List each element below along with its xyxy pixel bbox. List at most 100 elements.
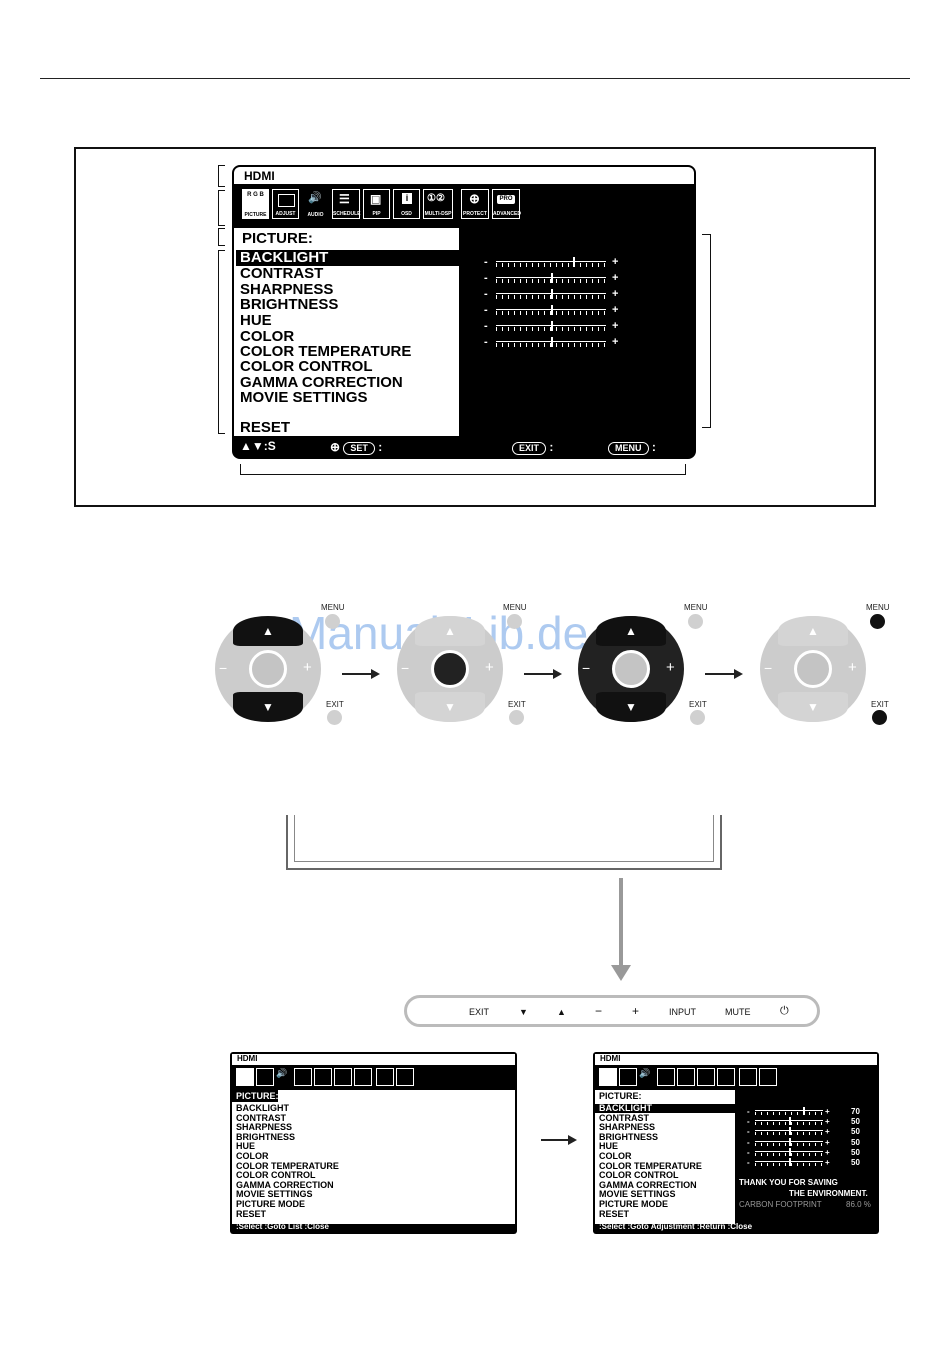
dpad-down-button[interactable]: ▼ [596,692,666,722]
menu-item[interactable]: RESET [236,1208,267,1219]
menu-item[interactable]: GAMMA CORRECTION [599,1179,697,1190]
dpad-down-button[interactable]: ▼ [415,692,485,722]
menu-item[interactable]: BACKLIGHT [236,1103,289,1113]
slider-knob[interactable] [789,1117,791,1126]
slider-knob[interactable] [551,273,553,283]
menu-item-contrast[interactable]: CONTRAST [240,265,324,282]
tab-advanced[interactable]: PRO ADVANCED [492,189,521,219]
dpad-plus-button[interactable]: + [666,659,675,676]
adjust-slider[interactable] [496,289,606,299]
exit-button[interactable] [509,710,524,725]
menu-item[interactable]: PICTURE MODE [236,1199,306,1209]
menu-item[interactable]: MOVIE SETTINGS [599,1189,676,1200]
slider-knob[interactable] [789,1127,791,1136]
menu-button[interactable] [870,614,885,629]
menu-button[interactable] [325,614,340,629]
key-input[interactable]: INPUT [669,1007,696,1017]
menu-item[interactable]: CONTRAST [599,1112,649,1123]
menu-item-reset[interactable]: RESET [240,419,291,436]
adjust-slider[interactable] [496,257,606,267]
dpad-minus-button[interactable]: − [582,660,591,676]
menu-item[interactable]: PICTURE MODE [599,1199,669,1209]
dpad-minus-button[interactable]: − [401,660,410,676]
set-button[interactable] [431,650,469,688]
menu-item-gamma-correction[interactable]: GAMMA CORRECTION [240,374,403,391]
dpad-plus-button[interactable]: + [303,659,312,676]
slider-knob[interactable] [551,321,553,331]
menu-item[interactable]: HUE [236,1141,256,1152]
key-minus[interactable]: − [595,1004,603,1018]
menu-item-sharpness[interactable]: SHARPNESS [240,281,334,298]
exit-button[interactable] [327,710,342,725]
menu-item[interactable]: BRIGHTNESS [599,1131,659,1142]
dpad-plus-button[interactable]: + [848,659,857,676]
tab-multi-dsp[interactable]: ①② MULTI-DSP [423,189,453,219]
dpad-up-button[interactable]: ▲ [596,616,666,646]
menu-button[interactable] [507,614,522,629]
key-mute[interactable]: MUTE [725,1007,751,1017]
menu-item-hue[interactable]: HUE [240,312,272,329]
menu-item[interactable]: RESET [599,1208,630,1219]
tab-osd[interactable]: i OSD [393,189,420,219]
menu-item[interactable]: BRIGHTNESS [236,1131,296,1142]
menu-item[interactable]: MOVIE SETTINGS [236,1189,313,1200]
adjust-slider[interactable] [496,337,606,347]
set-button[interactable] [612,650,650,688]
tab-schedule[interactable]: ☰ SCHEDULE [332,189,361,219]
menu-item-movie-settings[interactable]: MOVIE SETTINGS [240,389,368,406]
adjust-slider[interactable] [755,1137,823,1146]
adjust-slider[interactable] [755,1127,823,1136]
slider-knob[interactable] [789,1137,791,1146]
menu-item[interactable]: COLOR TEMPERATURE [236,1160,339,1171]
menu-item[interactable]: GAMMA CORRECTION [236,1179,334,1190]
slider-knob[interactable] [789,1147,791,1156]
dpad-up-button[interactable]: ▲ [778,616,848,646]
menu-item[interactable]: COLOR TEMPERATURE [599,1160,702,1171]
adjust-slider[interactable] [496,273,606,283]
tab-protect[interactable]: ⊕ PROTECT [461,189,489,219]
slider-knob[interactable] [551,305,553,315]
menu-item[interactable]: BACKLIGHT [595,1104,735,1113]
set-button[interactable] [249,650,287,688]
tab-adjust[interactable]: ADJUST [272,189,299,219]
tab-pip[interactable]: ▣ PIP [363,189,390,219]
menu-item-color-temperature[interactable]: COLOR TEMPERATURE [240,343,412,360]
tab-picture[interactable]: R G B PICTURE [242,189,269,219]
dpad-plus-button[interactable]: + [485,659,494,676]
adjust-slider[interactable] [496,305,606,315]
exit-button[interactable] [872,710,887,725]
slider-knob[interactable] [802,1107,805,1115]
menu-item[interactable]: SHARPNESS [236,1122,293,1133]
slider-knob[interactable] [573,257,575,267]
menu-item[interactable]: COLOR CONTROL [599,1170,679,1181]
adjust-slider[interactable] [755,1147,823,1156]
menu-item[interactable]: CONTRAST [236,1112,286,1123]
slider-knob[interactable] [789,1158,791,1166]
menu-button[interactable] [688,614,703,629]
dpad-minus-button[interactable]: − [764,660,773,676]
menu-item[interactable]: SHARPNESS [599,1122,656,1133]
adjust-slider[interactable] [755,1158,823,1166]
key-up[interactable]: ▲ [557,1007,566,1017]
key-plus[interactable]: + [632,1004,640,1018]
dpad-up-button[interactable]: ▲ [233,616,303,646]
menu-item-color[interactable]: COLOR [240,328,295,345]
exit-button[interactable] [690,710,705,725]
key-down[interactable]: ▼ [519,1007,528,1017]
menu-item[interactable]: COLOR CONTROL [236,1170,316,1181]
menu-item-backlight[interactable]: BACKLIGHT [236,250,465,266]
adjust-slider[interactable] [496,321,606,331]
adjust-slider[interactable] [755,1117,823,1126]
tab-audio[interactable]: 🔊 AUDIO [302,189,329,219]
menu-item-color-control[interactable]: COLOR CONTROL [240,358,373,375]
dpad-down-button[interactable]: ▼ [233,692,303,722]
dpad-minus-button[interactable]: − [219,660,228,676]
set-button[interactable] [794,650,832,688]
dpad-down-button[interactable]: ▼ [778,692,848,722]
menu-item[interactable]: COLOR [599,1151,632,1161]
slider-knob[interactable] [551,289,553,299]
menu-item[interactable]: HUE [599,1141,619,1152]
power-icon[interactable]: ⏻ [780,1005,789,1017]
slider-knob[interactable] [551,337,553,347]
adjust-slider[interactable] [755,1107,823,1115]
